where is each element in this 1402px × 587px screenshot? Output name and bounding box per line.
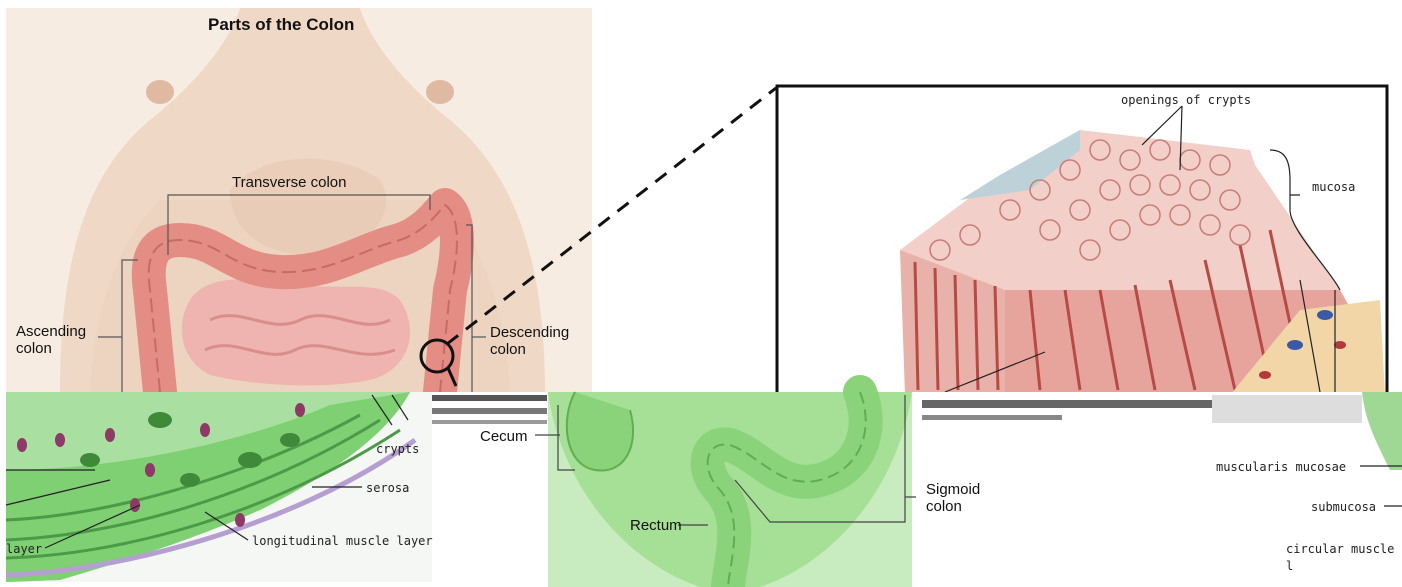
left-nipple: [146, 80, 174, 104]
muscularis-mucosae-label: muscularis mucosae: [1216, 459, 1346, 476]
right-nipple: [426, 80, 454, 104]
serosa-label: serosa: [366, 480, 409, 497]
diagram-title: Parts of the Colon: [208, 16, 354, 33]
cecum-label: Cecum: [480, 428, 528, 445]
descending-colon-label: Descending colon: [490, 324, 569, 358]
longitudinal-muscle-label: longitudinal muscle layer: [252, 533, 433, 550]
layer-label-fragment: layer: [6, 541, 42, 558]
submucosa-label: submucosa: [1311, 499, 1376, 516]
small-intestine: [182, 279, 410, 385]
circular-muscle-label: circular muscle l: [1286, 541, 1402, 575]
mucosa-label: mucosa: [1312, 179, 1355, 196]
transverse-colon-label: Transverse colon: [232, 174, 347, 191]
green-colon-panel: [432, 392, 920, 587]
rectum-label: Rectum: [630, 517, 682, 534]
openings-of-crypts-label: openings of crypts: [1121, 92, 1251, 109]
crypts-label: crypts: [376, 441, 419, 458]
tissue-cutaway: [777, 86, 1387, 396]
ascending-colon-label: Ascending colon: [16, 323, 86, 357]
sigmoid-colon-label: Sigmoid colon: [926, 481, 980, 515]
